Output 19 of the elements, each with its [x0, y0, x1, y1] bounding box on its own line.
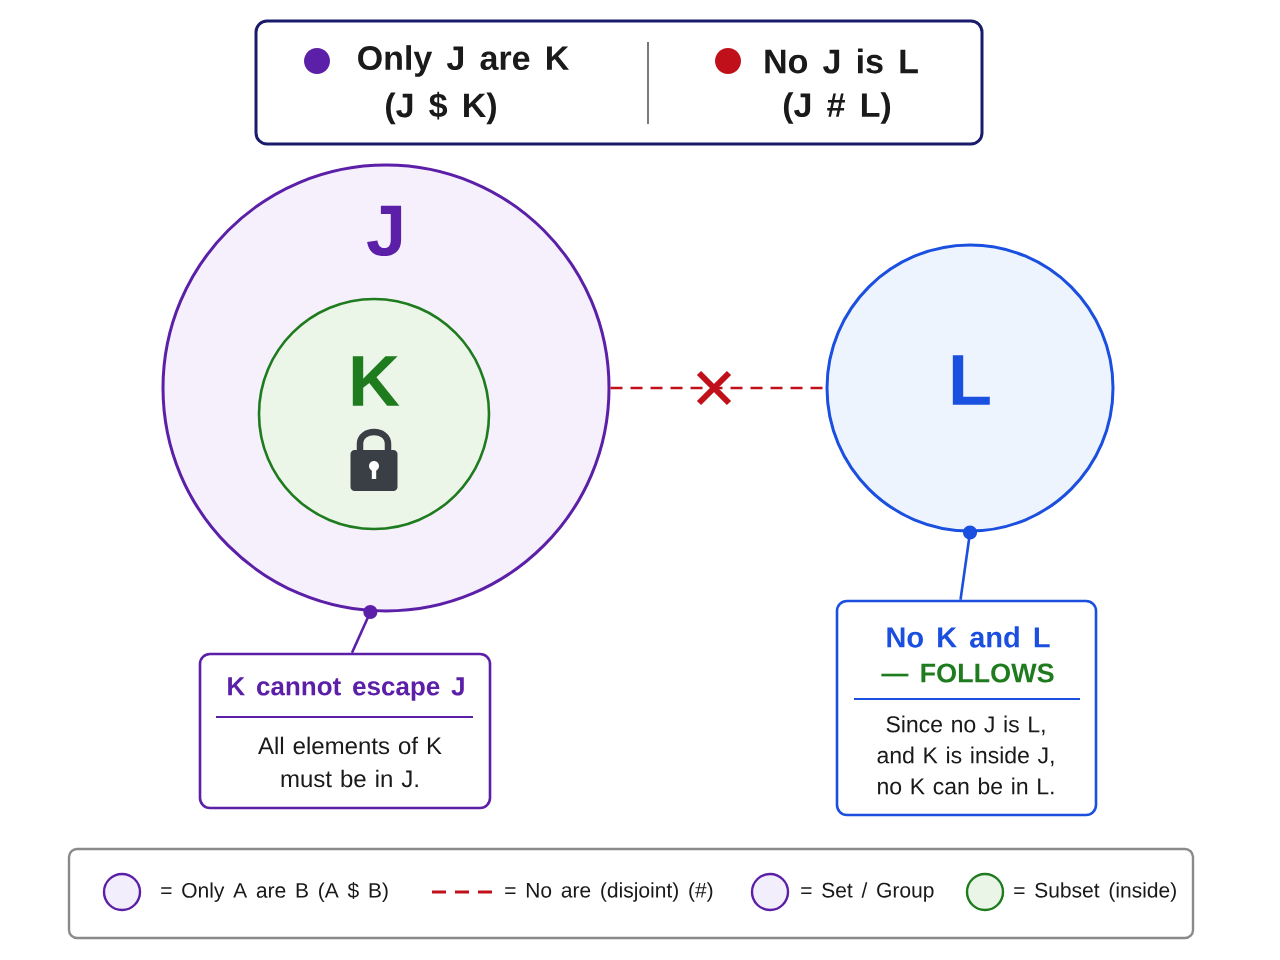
leader-line [350, 604, 378, 654]
legend-text: = No are (disjoint) (#) [505, 882, 713, 902]
set-letter: L [952, 355, 990, 405]
legend-text: = Set / Group [801, 882, 934, 902]
dashed-connector [610, 386, 826, 390]
notation-text: (J $ K) [386, 91, 496, 125]
callout-text: All elements of K must be in J. [258, 736, 442, 788]
callout-title: No K and L [887, 626, 1050, 648]
set-letter: K [352, 356, 400, 406]
set-letter: J [367, 205, 402, 257]
statement-text: Only J are K [358, 45, 569, 77]
notation-text: (J # L) [783, 92, 891, 124]
verdict-text: — FOLLOWS [881, 663, 1054, 683]
leader-line [959, 525, 977, 600]
legend-text: = Subset (inside) [1014, 882, 1176, 902]
callout-text: Since no J is L, and K is inside J, no K can be in L. [877, 715, 1054, 795]
callout-title: K cannot escape J [228, 677, 464, 701]
legend-text: = Only A are B (A $ B) [161, 882, 388, 902]
statement-text: No J is L [765, 48, 918, 74]
